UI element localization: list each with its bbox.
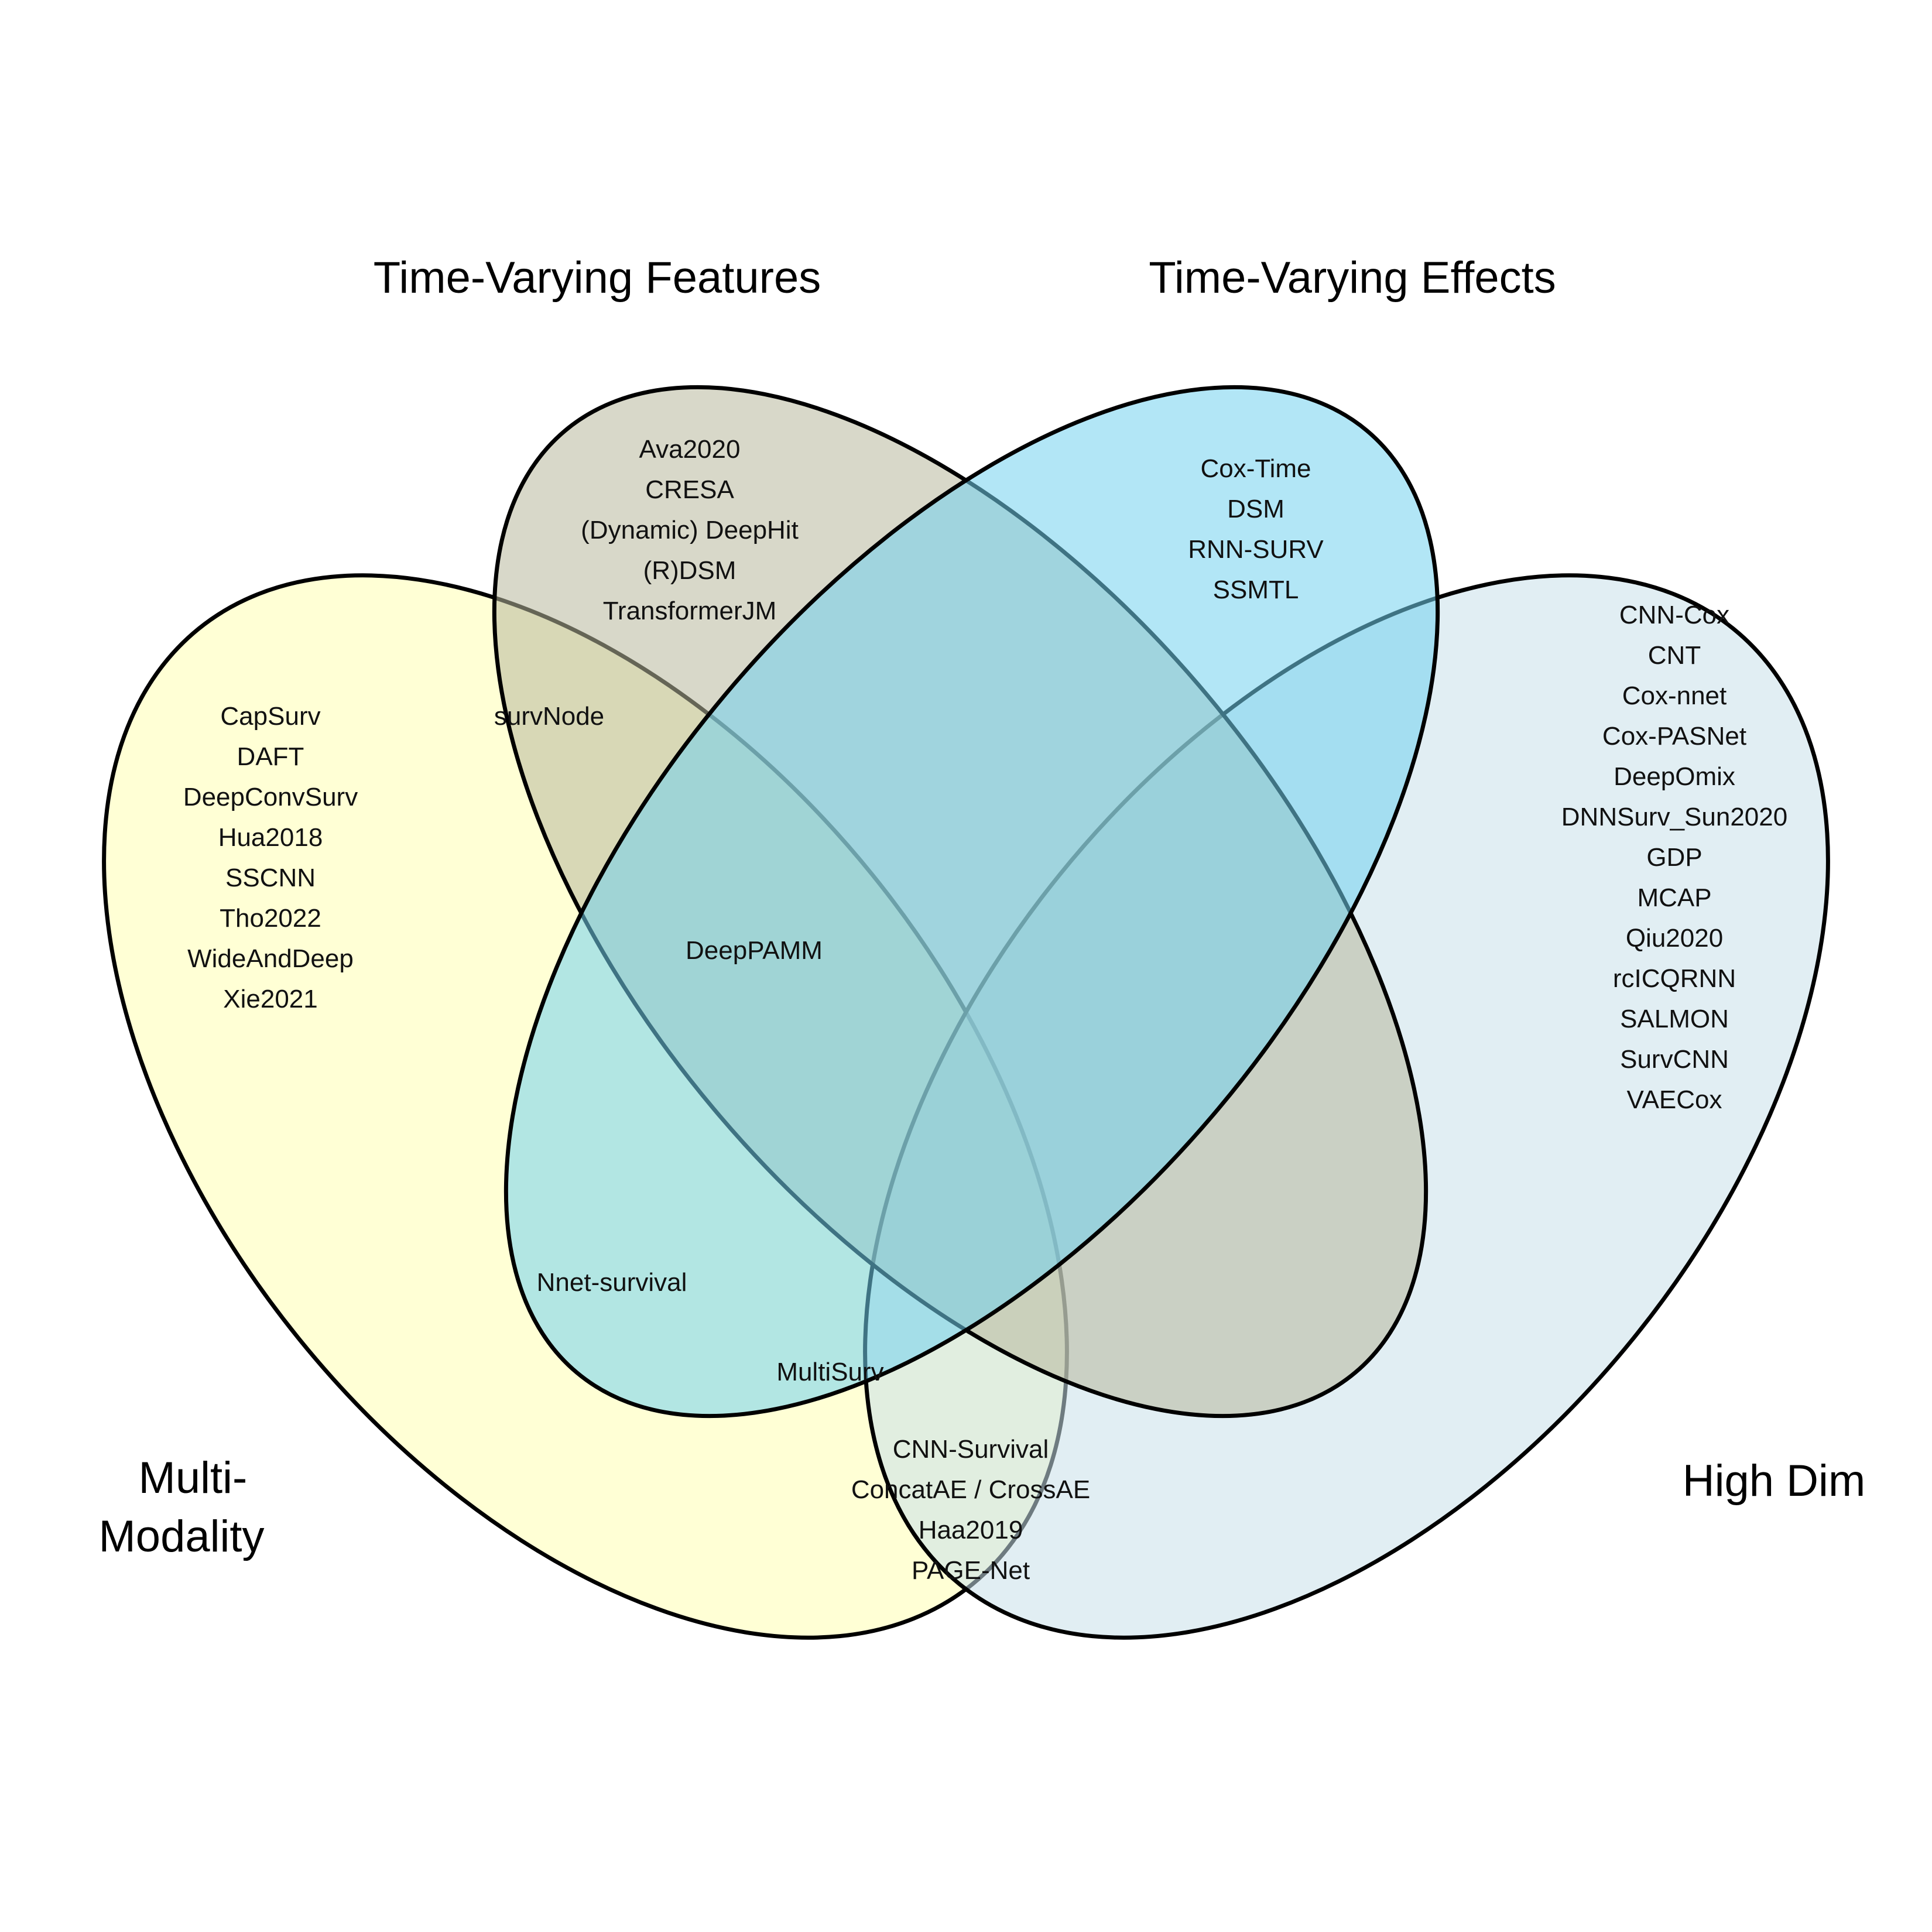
region-item-multi-modality-and-high-dim: CNN-Survival: [893, 1435, 1049, 1464]
region-item-high-dim-only: SurvCNN: [1620, 1045, 1729, 1074]
region-item-multi-modality-tv-features-tv-effects: DeepPAMM: [686, 936, 823, 965]
time-varying-effects-ellipse: [503, 385, 1440, 1419]
region-item-high-dim-only: rcICQRNN: [1613, 964, 1736, 993]
region-item-high-dim-only: DNNSurv_Sun2020: [1561, 803, 1787, 831]
region-item-tv-effects-only: SSMTL: [1213, 576, 1299, 604]
region-item-multi-modality-tv-effects-high-dim: MultiSurv: [776, 1358, 883, 1386]
title-time-varying-features: Time-Varying Features: [374, 253, 821, 303]
region-item-high-dim-only: CNT: [1648, 641, 1701, 670]
title-time-varying-effects: Time-Varying Effects: [1149, 253, 1556, 303]
region-item-tv-effects-only: RNN-SURV: [1188, 535, 1324, 564]
region-item-tv-features-only: CRESA: [645, 475, 734, 504]
region-item-high-dim-only: VAECox: [1626, 1085, 1722, 1114]
region-item-high-dim-only: MCAP: [1637, 883, 1711, 912]
region-item-tv-effects-only: DSM: [1227, 495, 1284, 523]
region-item-high-dim-only: Cox-PASNet: [1602, 722, 1746, 751]
region-item-multi-modality-only: WideAndDeep: [187, 944, 354, 973]
region-item-tv-features-only: (R)DSM: [643, 556, 737, 585]
region-item-high-dim-only: SALMON: [1620, 1005, 1729, 1033]
region-item-high-dim-only: Cox-nnet: [1622, 681, 1727, 710]
region-item-multi-modality-and-high-dim: PAGE-Net: [912, 1556, 1030, 1585]
region-item-multi-modality-only: Hua2018: [218, 823, 323, 852]
region-item-multi-modality-and-tv-effects: Nnet-survival: [537, 1268, 687, 1297]
region-item-multi-modality-only: DAFT: [237, 742, 304, 771]
region-item-tv-features-only: (Dynamic) DeepHit: [581, 516, 799, 544]
region-item-tv-features-only: TransformerJM: [603, 597, 777, 625]
region-item-multi-modality-only: Xie2021: [223, 985, 317, 1013]
region-item-multi-modality-only: DeepConvSurv: [183, 783, 358, 811]
region-item-tv-effects-only: Cox-Time: [1200, 454, 1311, 483]
region-item-multi-modality-and-tv-features: survNode: [494, 702, 604, 731]
region-item-multi-modality-only: Tho2022: [220, 904, 321, 933]
title-high-dim: High Dim: [1683, 1456, 1866, 1506]
region-item-high-dim-only: DeepOmix: [1614, 762, 1735, 791]
region-item-high-dim-only: CNN-Cox: [1619, 601, 1729, 629]
region-item-multi-modality-only: SSCNN: [225, 864, 316, 892]
region-item-high-dim-only: Qiu2020: [1626, 924, 1723, 953]
title-multi-modality: Multi- Modality: [99, 1453, 265, 1561]
region-item-tv-features-only: Ava2020: [639, 435, 741, 464]
region-item-multi-modality-and-high-dim: Haa2019: [919, 1516, 1023, 1544]
region-item-high-dim-only: GDP: [1646, 843, 1702, 872]
region-item-multi-modality-and-high-dim: ConcatAE / CrossAE: [851, 1475, 1090, 1504]
region-item-multi-modality-only: CapSurv: [220, 702, 320, 731]
